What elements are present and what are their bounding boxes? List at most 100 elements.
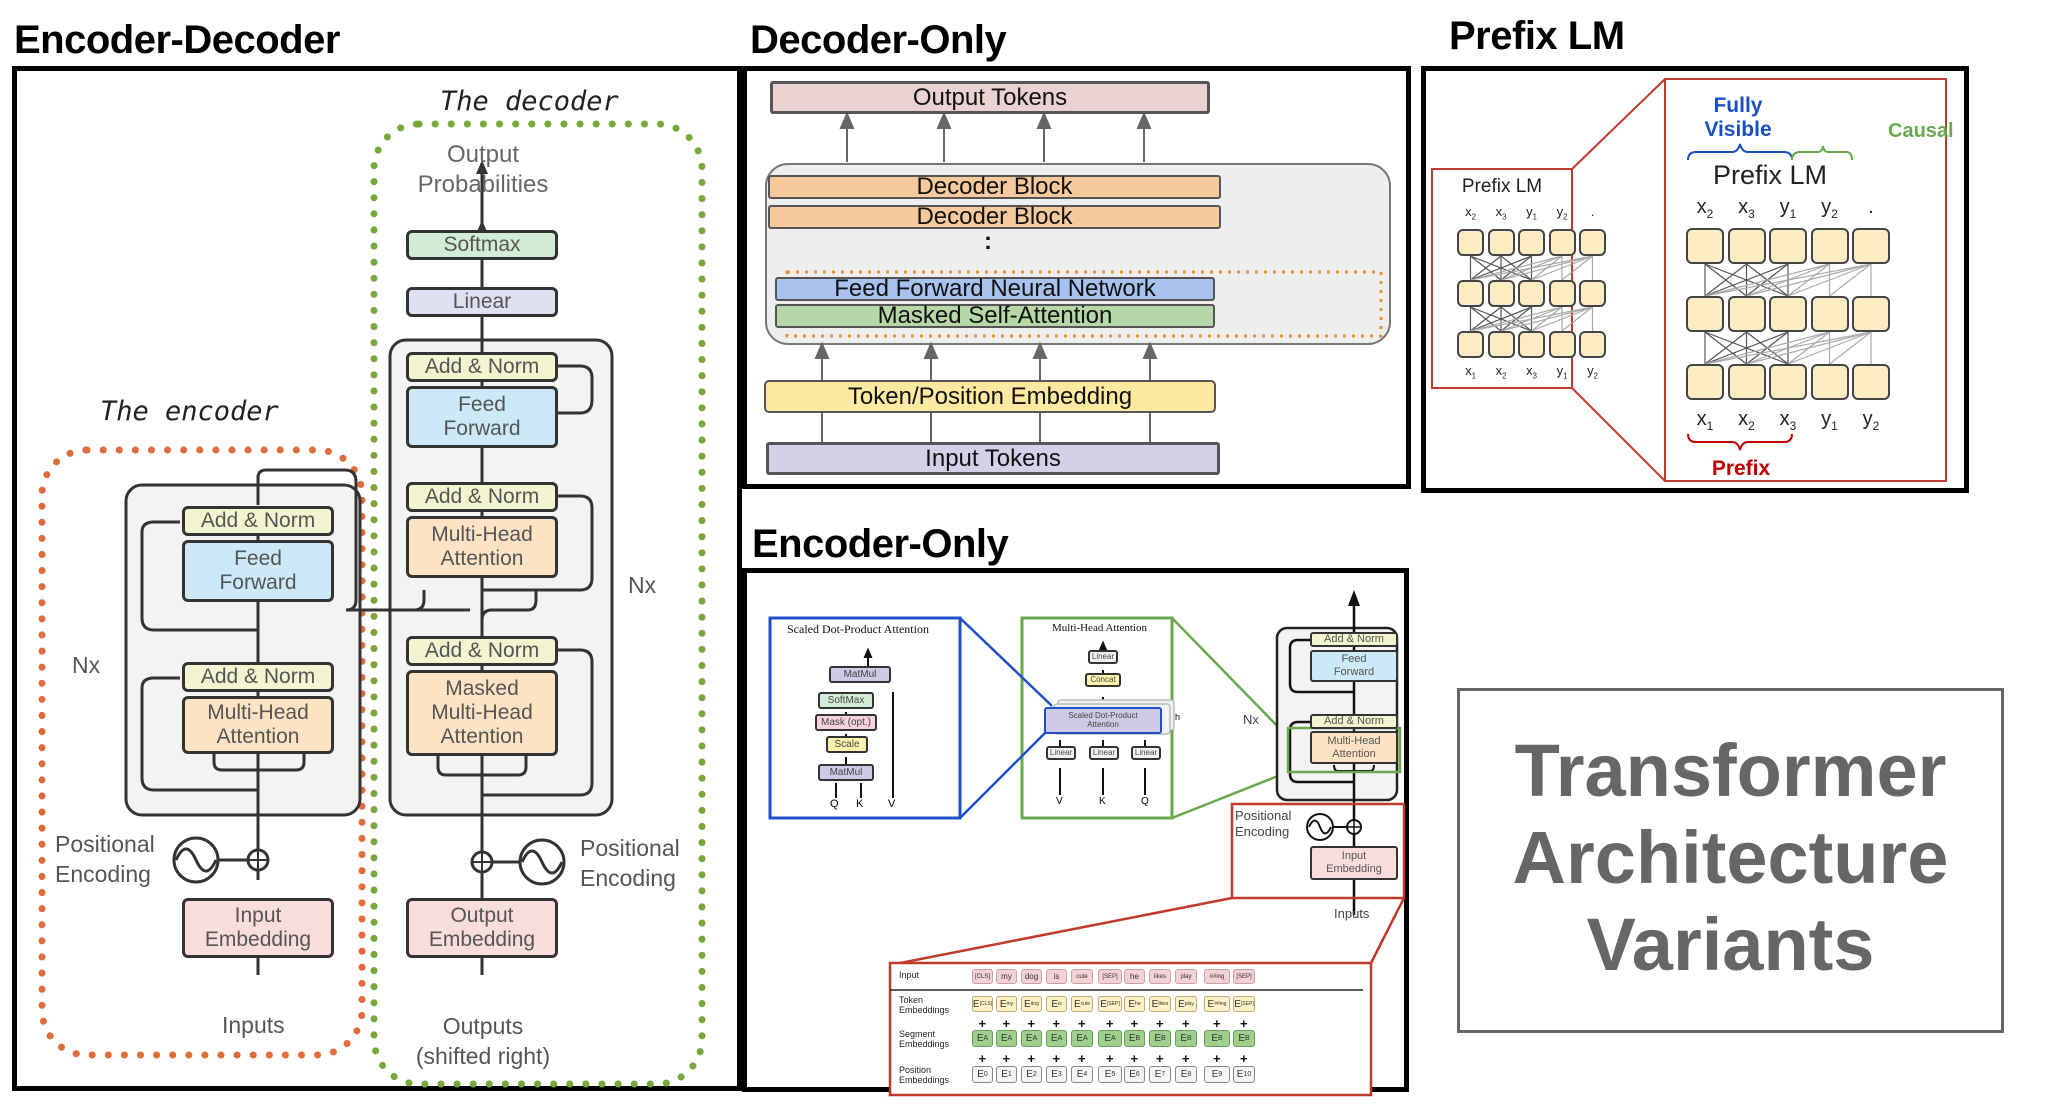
bert-plus-sign: +: [1156, 1051, 1164, 1066]
decoder-block-1-label: Decoder Block: [916, 173, 1073, 200]
prefix-large-bottom-label: x1: [1696, 408, 1714, 433]
decoder-add-norm-2: Add & Norm: [406, 482, 558, 512]
outputs-line2: (shifted right): [415, 1042, 551, 1069]
output-tokens-label: Output Tokens: [912, 83, 1068, 111]
prefix-large-connection: [1704, 263, 1747, 297]
prefix-large-top-label: x2: [1696, 196, 1714, 221]
decoder-ff-line1: Feed: [458, 392, 506, 416]
decoder-only-arrows: [814, 111, 1158, 442]
bert-plus-sign: +: [1213, 1051, 1221, 1066]
decoder-ff-line2: Forward: [443, 417, 521, 440]
decoder-linear: Linear: [406, 287, 558, 317]
bert-input-token: dog: [1021, 969, 1042, 984]
prefix-small-connection: [1561, 306, 1593, 332]
prefix-large-connection: [1704, 263, 1830, 297]
bert-plus-sign: +: [1182, 1016, 1190, 1031]
prefix-large-cell: [1769, 228, 1807, 264]
prefix-large-top-label: x3: [1738, 196, 1755, 221]
encoder-ff-line2: Forward: [219, 571, 297, 594]
decoder-outputs-label: Outputs(shifted right): [410, 1012, 556, 1072]
bert-token-embedding: E[SEP]: [1098, 996, 1122, 1012]
input-tokens-label: Input Tokens: [925, 444, 1061, 472]
prefix-brace: [1687, 433, 1793, 451]
decoder-block-2-label: Decoder Block: [916, 203, 1073, 230]
prefix-large-title: Prefix LM: [1712, 160, 1828, 190]
mha-concat: Concat: [1085, 673, 1121, 687]
enc-only-ff-line2: Forward: [1333, 666, 1375, 678]
prefix-small-cell: [1487, 280, 1515, 307]
encoder-annotation: The encoder: [100, 396, 279, 427]
prefix-large-cell: [1852, 296, 1890, 332]
encoder-mha-line2: Attention: [216, 725, 300, 748]
encoder-inputs-label: Inputs: [222, 1012, 285, 1038]
bert-input-token: cute: [1071, 969, 1093, 984]
sdpa-matmul-top: MatMul: [829, 666, 891, 683]
bert-plus-sign: +: [1213, 1016, 1221, 1031]
prefix-large-red-box: [1664, 78, 1947, 482]
prefix-large-bottom-label: y2: [1862, 408, 1880, 433]
decoder-nx-label: Nx: [628, 572, 657, 598]
input-tokens-bar: Input Tokens: [766, 442, 1220, 475]
encoder-dotted-boundary: [38, 446, 366, 1059]
token-position-embedding-label: Token/Position Embedding: [847, 382, 1133, 410]
prefix-large-cell: [1810, 364, 1849, 400]
enc-only-add-norm-bottom-label: Add & Norm: [1324, 715, 1384, 728]
prefix-small-top-label: x3: [1495, 204, 1507, 222]
enc-only-mha-line1: Multi-Head: [1327, 734, 1381, 747]
prefix-small-bottom-label: y2: [1587, 363, 1598, 381]
encoder-add-norm-bottom-label: Add & Norm: [200, 664, 316, 688]
encoder-pe-line1: Positional: [55, 831, 155, 857]
bert-input-token: likes: [1149, 969, 1171, 984]
decoder-oe-line1: Output: [450, 903, 514, 927]
prefix-large-connection: [1787, 263, 1872, 297]
enc-only-add-norm-bottom: Add & Norm: [1310, 714, 1398, 729]
mha-concat-label: Concat: [1090, 674, 1116, 684]
mha-h-label: h: [1175, 712, 1181, 722]
prefix-small-cell: [1579, 280, 1606, 307]
enc-only-ie-line1: Input: [1341, 850, 1367, 863]
bert-input-token: he: [1124, 969, 1145, 984]
bert-token-embedding: E[SEP]: [1233, 996, 1255, 1012]
enc-only-pe-line1: Positional: [1235, 808, 1292, 823]
prefix-small-cell: [1487, 229, 1515, 256]
sdpa-scale-label: Scale: [834, 739, 860, 750]
mha-linear-v: Linear: [1046, 746, 1076, 760]
prefix-small-connection: [1470, 255, 1563, 281]
encoder-ie-line2: Embedding: [204, 928, 312, 951]
feed-forward-nn-label: Feed Forward Neural Network: [834, 275, 1156, 302]
bert-plus-sign: +: [1002, 1016, 1011, 1031]
prefix-small-connection: [1470, 255, 1502, 281]
prefix-small-cell: [1457, 331, 1484, 358]
mha-input-k: K: [1099, 796, 1106, 807]
prefix-large-cell: [1810, 228, 1849, 264]
causal-brace: [1791, 145, 1853, 161]
prefix-small-connection: [1470, 306, 1593, 332]
prefix-small-cell: [1487, 331, 1515, 358]
prefix-small-cell: [1518, 331, 1545, 358]
decoder-add-norm-3-label: Add & Norm: [424, 638, 540, 662]
enc-only-ie-line2: Embedding: [1326, 863, 1382, 875]
prefix-large-connection: [1704, 331, 1830, 365]
bert-plus-sign: +: [1002, 1051, 1011, 1066]
bert-plus-sign: +: [1106, 1016, 1114, 1031]
prefix-small-top-label: y2: [1556, 204, 1568, 222]
prefix-large-connection: [1704, 263, 1872, 297]
encoder-ie-line1: Input: [234, 903, 282, 927]
prefix-small-cell: [1548, 280, 1576, 307]
decoder-block-1: Decoder Block: [768, 173, 1221, 200]
title-line-3: Variants: [1586, 903, 1875, 986]
bert-plus-sign: +: [1052, 1016, 1061, 1031]
